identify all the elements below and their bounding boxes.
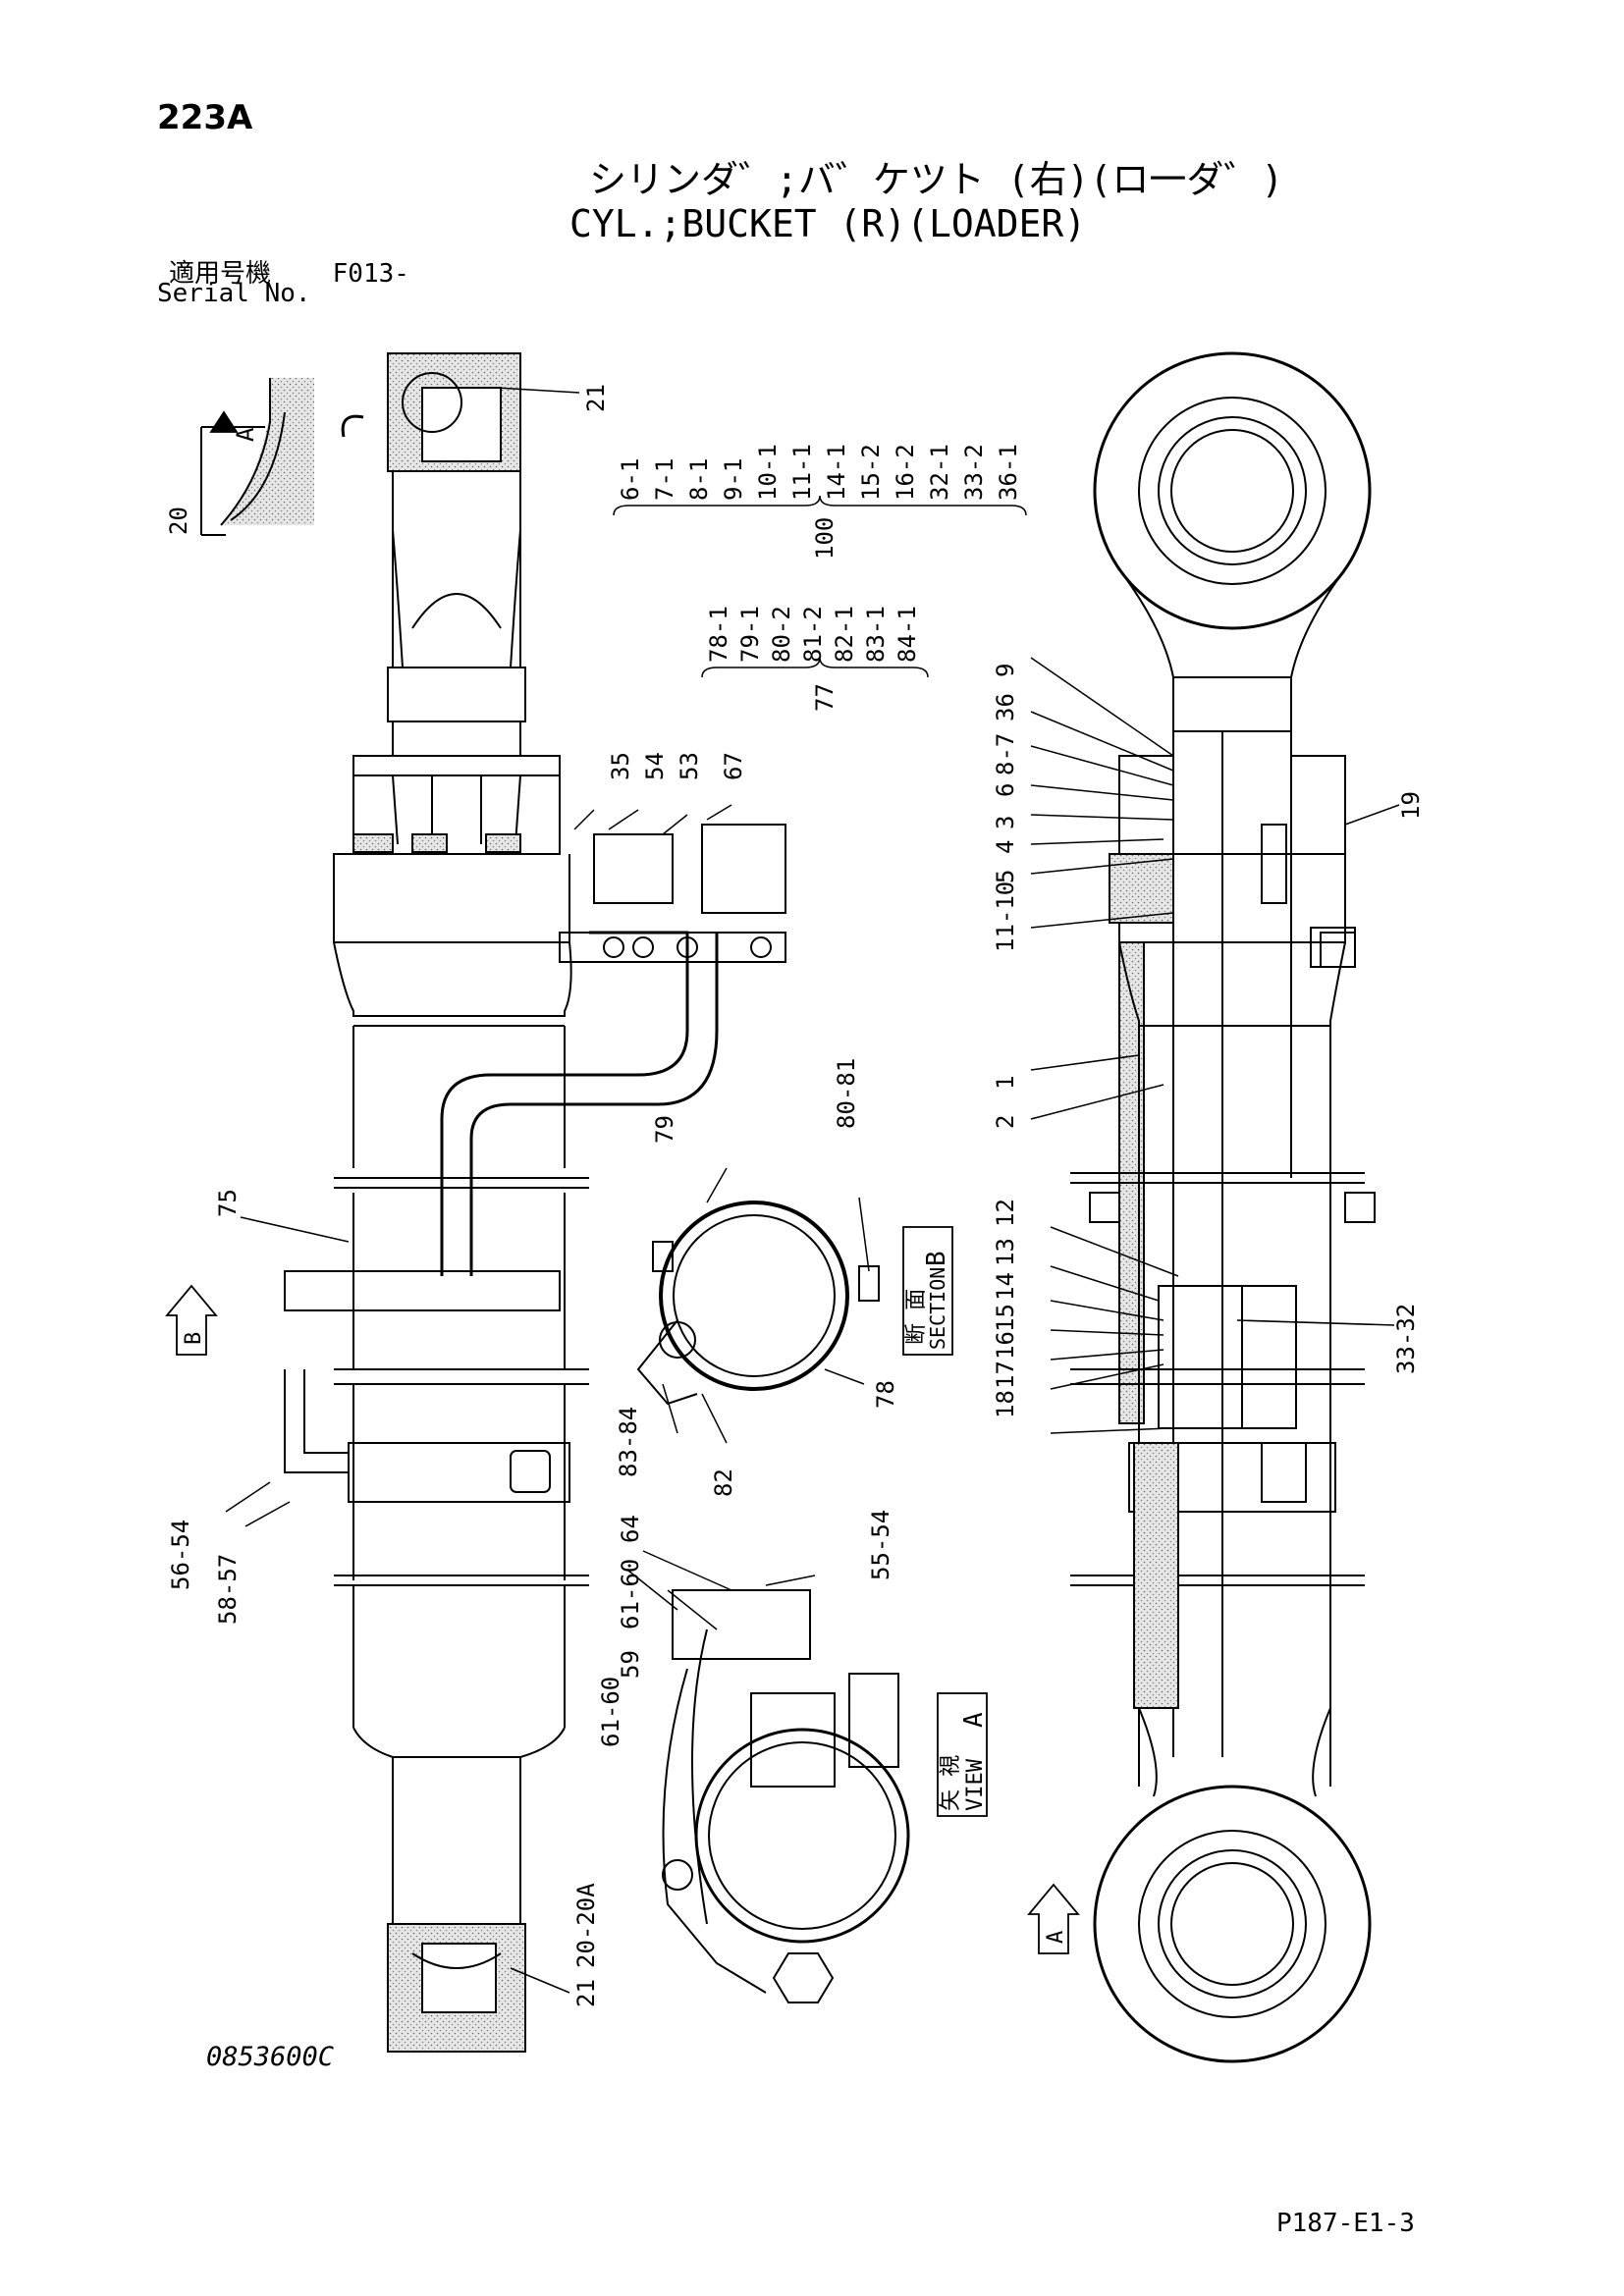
kit-100-number: 100 [811,517,839,560]
view-a-diagram [662,1589,910,2003]
part-number-labels: 6-1 7-1 8-1 9-1 10-1 11-1 14-1 15-2 16-2… [165,384,1425,2007]
part-label: 8-7 [992,733,1019,775]
part-label: 83-84 [615,1407,642,1477]
kit-100-item: 11-1 [788,444,816,501]
detail-a-letter: A [232,427,259,442]
kit-100-item: 9-1 [720,458,747,501]
kit-77-number: 77 [811,683,839,712]
kit-100-item: 10-1 [754,444,782,501]
page-number: 223A [157,98,253,137]
part-label: 11-10 [992,881,1019,952]
kit-brackets [613,495,1027,678]
cylinder-side-view [284,352,786,2053]
part-label: 2 [992,1115,1019,1129]
part-label: 20-20A [572,1883,600,1968]
kit-100-item: 8-1 [685,458,713,501]
part-label: 20 [165,507,192,535]
kit-77-item: 83-1 [862,606,890,663]
part-label: 55-54 [867,1510,894,1580]
kit-77-item: 82-1 [831,606,858,663]
kit-77-item: 80-2 [768,606,795,663]
view-a-jp: 矢 視 [939,1755,963,1811]
serial-label-jp-text: 適用号機 [169,259,272,289]
kit-77-item: 81-2 [799,606,827,663]
part-label: 64 [617,1515,644,1543]
part-label: 9 [992,664,1019,677]
part-label: 56-54 [167,1520,194,1590]
part-label: 33-32 [1392,1304,1420,1374]
serial-label-jp: 適用号機 F013- [169,253,409,290]
kit-77-item: 79-1 [736,606,764,663]
kit-100-item: 14-1 [823,444,850,501]
part-label: 5 [992,870,1019,883]
kit-100-item: 15-2 [857,444,885,501]
serial-label-en: Serial No. [157,279,311,308]
part-label: 58-57 [214,1554,242,1625]
part-label: 13 [992,1238,1019,1266]
kit-77-item: 78-1 [705,606,732,663]
part-label: 80-81 [833,1058,860,1129]
part-label: 12 [992,1199,1019,1227]
kit-100-item: 33-2 [960,444,988,501]
part-label: 53 [676,752,703,780]
part-label: 21 [582,384,610,412]
view-label-boxes [165,410,1080,1954]
kit-77-item: 84-1 [893,606,921,663]
part-label: 15 [992,1304,1019,1332]
part-label: 17 [992,1361,1019,1389]
title-japanese: シリンダ゛;バ゛ケツト (右)(ロ一ダ゛) [589,158,1284,201]
drawing-number: 0853600C [206,2042,335,2072]
serial-value: F013- [332,259,409,289]
document-reference: P187-E1-3 [1276,2209,1415,2238]
part-label: 67 [720,752,747,780]
part-label: 75 [214,1189,242,1217]
part-label: 78 [872,1380,899,1409]
part-label: 4 [992,840,1019,854]
section-b-jp: 断 面 [904,1289,929,1345]
part-label: 1 [992,1076,1019,1090]
section-b-view [636,1201,880,1406]
kit-100-item: 16-2 [892,444,919,501]
part-label: 21 [572,1979,600,2007]
part-label: 19 [1397,791,1425,820]
view-captions: 断 面 SECTION B 矢 視 VIEW A B A [182,1251,1068,1944]
leader-lines [225,387,1400,1994]
part-label: 82 [710,1468,737,1497]
section-b-en: SECTION [926,1267,949,1350]
part-label: 18 [992,1390,1019,1418]
part-label: 3 [992,816,1019,829]
part-label: 36 [992,693,1019,721]
arrow-a-letter: A [1044,1931,1068,1944]
part-label: 79 [651,1115,678,1144]
view-a-letter: A [959,1712,989,1728]
kit-100-item: 6-1 [617,458,644,501]
part-label: 54 [641,752,669,780]
part-label: 61-60 [617,1559,644,1629]
part-label: 6 [992,783,1019,797]
kit-100-item: 36-1 [995,444,1022,501]
cylinder-section-view [1070,351,1376,2063]
section-b-letter: B [922,1251,951,1266]
part-label: 16 [992,1331,1019,1360]
detail-a-view [200,378,314,536]
view-a-en: VIEW [963,1758,988,1811]
part-label: 59 [617,1650,644,1679]
part-label: 35 [607,752,634,780]
part-label: 61-60 [597,1677,624,1747]
kit-100-item: 32-1 [926,444,953,501]
kit-100-item: 7-1 [651,458,678,501]
part-label: 14 [992,1272,1019,1301]
arrow-b-letter: B [182,1332,206,1345]
title-english: CYL.;BUCKET (R)(LOADER) [569,202,1087,245]
